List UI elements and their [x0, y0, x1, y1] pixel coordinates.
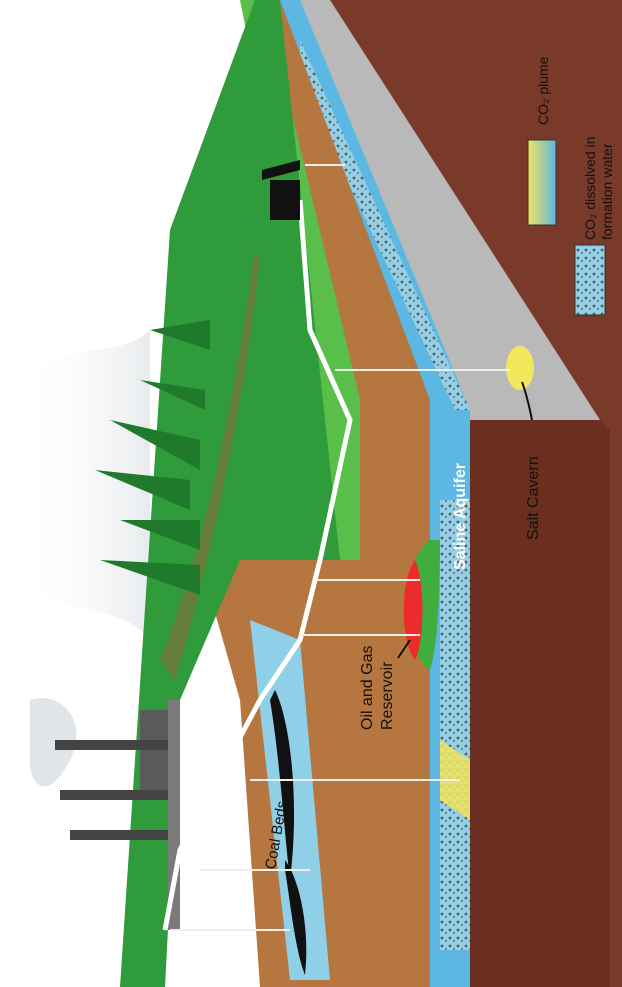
- legend-plume-swatch: [527, 139, 557, 226]
- arrow-salt-cavern: [521, 381, 533, 421]
- co2-dissolved-zone-lower: [440, 500, 470, 950]
- salt-cavern-co2: [506, 346, 534, 390]
- co2-pipeline: [162, 199, 353, 931]
- co2-dissolved-zone: [300, 40, 470, 410]
- coal-seam-1: [270, 690, 295, 880]
- legend-plume-label: CO₂ plume: [535, 56, 551, 125]
- arrow-reservoir: [397, 639, 411, 659]
- legend-dissolved-swatch: [574, 244, 606, 316]
- smoke-plume: [30, 698, 77, 787]
- injection-wells: [170, 164, 510, 931]
- smoke-haze: [20, 330, 150, 640]
- label-saline-aquifer: Saline Aquifer: [452, 463, 469, 570]
- label-oil-gas-line2: Reservoir: [379, 661, 396, 730]
- forest: [95, 320, 210, 595]
- legend-dissolved-line2: formation water: [599, 143, 615, 240]
- label-oil-gas-line1: Oil and Gas: [359, 646, 376, 730]
- bedrock-face: [250, 0, 622, 987]
- bedrock-side: [245, 0, 610, 987]
- salt-layer: [280, 0, 600, 987]
- pumpjack-icon: [262, 160, 300, 220]
- surface-path: [160, 250, 260, 680]
- coal-seam-2: [285, 860, 307, 975]
- legend-dissolved-line1: CO₂ dissolved in: [582, 137, 598, 240]
- label-salt-cavern: Salt Cavern: [525, 456, 542, 540]
- legend: CO₂ plume CO₂ dissolved in formation wat…: [527, 56, 615, 316]
